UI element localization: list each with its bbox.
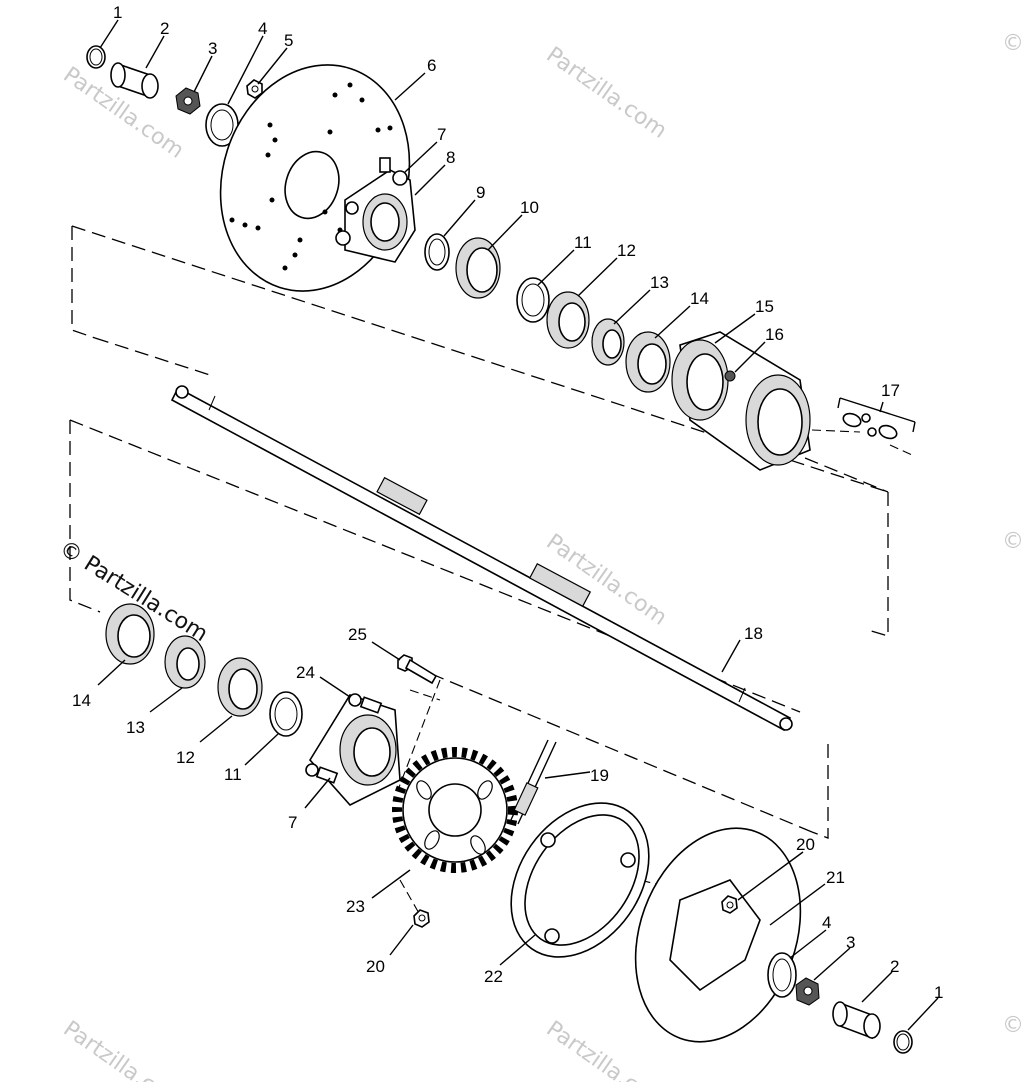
callout-21: 21: [826, 868, 845, 887]
part-washer-11: [516, 277, 550, 323]
callout-20-upper: 20: [796, 835, 815, 854]
watermark-text: ©: [1002, 1013, 1022, 1038]
callout-4-lower: 4: [822, 913, 831, 932]
callout-19: 19: [590, 766, 609, 785]
part-washer-4: [205, 103, 239, 147]
part-hub-24: [305, 693, 401, 806]
callout-5: 5: [284, 31, 293, 50]
part-washer-4-lower: [767, 952, 797, 998]
part-nut-3: [175, 87, 201, 115]
part-nut-20-lower: [413, 909, 430, 928]
part-bolt-25: [397, 654, 438, 685]
callout-12-lower: 12: [176, 748, 195, 767]
callout-9: 9: [476, 183, 485, 202]
watermark-text: ©: [1002, 31, 1022, 56]
callout-23: 23: [346, 897, 365, 916]
callout-17: 17: [881, 381, 900, 400]
callout-11: 11: [574, 233, 592, 252]
part-snap-ring-1-lower: [893, 1030, 913, 1054]
part-bushing-2: [110, 62, 159, 99]
callout-labels: 1 2 3 4 5 6 7 8 9 10 11 12 13 14 15 16 1…: [72, 3, 943, 1002]
part-sprocket-23: [392, 747, 518, 873]
watermark-text: Partzilla.com: [542, 42, 672, 143]
watermark-text: Partzilla.com: [59, 1016, 189, 1082]
part-axle-18: [170, 385, 793, 732]
callout-1-lower: 1: [934, 983, 943, 1002]
callout-10: 10: [520, 198, 539, 217]
callout-16: 16: [765, 325, 784, 344]
part-guard-ring-22: [510, 802, 650, 958]
callout-8: 8: [446, 148, 455, 167]
part-nut-3-lower: [795, 977, 820, 1006]
callout-2: 2: [160, 19, 169, 38]
part-nut-20-upper: [721, 895, 738, 914]
callout-1: 1: [113, 3, 122, 22]
callout-20-lower: 20: [366, 957, 385, 976]
part-chain-link-17: [837, 397, 916, 440]
callout-3: 3: [208, 39, 217, 58]
callout-2-lower: 2: [890, 957, 899, 976]
callout-6: 6: [427, 56, 436, 75]
callout-7: 7: [437, 125, 446, 144]
part-chain-19: [509, 739, 557, 825]
callout-14-lower: 14: [72, 691, 91, 710]
callout-11-lower: 11: [224, 765, 242, 784]
callout-24: 24: [296, 663, 315, 682]
part-snap-ring-9: [424, 233, 450, 271]
part-housing-15: [671, 331, 811, 471]
part-race-14: [625, 331, 671, 393]
part-race-12: [546, 291, 590, 349]
watermark-text: ©: [1002, 529, 1022, 554]
callout-15: 15: [755, 297, 774, 316]
part-bearing-13: [591, 318, 625, 366]
callout-18: 18: [744, 624, 763, 643]
callout-12: 12: [617, 241, 636, 260]
part-bushing-2-lower: [832, 1001, 881, 1040]
part-bearing-13-lower: [164, 635, 206, 689]
callout-13: 13: [650, 273, 669, 292]
watermark-text: Partzilla.com: [542, 1016, 672, 1082]
part-race-12-lower: [217, 657, 263, 717]
callout-13-lower: 13: [126, 718, 145, 737]
callout-3-lower: 3: [846, 933, 855, 952]
callout-22: 22: [484, 967, 503, 986]
part-washer-11-lower: [269, 691, 303, 737]
callout-4: 4: [258, 19, 267, 38]
part-race-14-lower: [105, 603, 155, 665]
callout-14: 14: [690, 289, 709, 308]
callout-25: 25: [348, 625, 367, 644]
leader-lines: [97, 19, 939, 1031]
callout-7-lower: 7: [288, 813, 297, 832]
part-bearing-10: [455, 237, 501, 299]
part-snap-ring-1: [86, 45, 106, 69]
part-hub-8: [335, 157, 416, 263]
